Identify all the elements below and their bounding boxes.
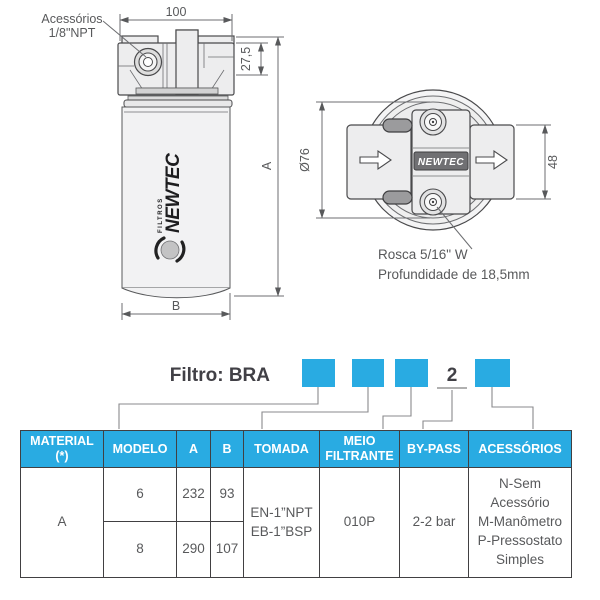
flange <box>123 99 233 108</box>
logo-newtec-text: NEWTEC <box>163 153 184 233</box>
newtec-logo-icon <box>154 236 186 263</box>
dim-27-5-label: 27,5 <box>239 47 253 71</box>
dim-48-label: 48 <box>546 155 560 169</box>
brand-band-text: NEWTEC <box>418 157 465 168</box>
bolt-top <box>419 108 447 136</box>
technical-drawing: FILTROS NEWTEC 100 27,5 A <box>41 5 560 429</box>
ordering-code: Filtro: BRA 2 <box>118 359 534 429</box>
header-by-pass: BY-PASS <box>399 430 469 468</box>
code-box-meio <box>395 359 428 387</box>
cell-meio-filtrante: 010P <box>319 467 400 578</box>
dim-A: A <box>234 36 284 297</box>
brand-band <box>413 151 469 171</box>
canister-bottom-dome <box>121 287 231 299</box>
cell-a-1: 232 <box>176 467 211 522</box>
header-meio-filtrante: MEIO FILTRANTE <box>319 430 400 468</box>
table-row: 8 290 107 <box>21 521 572 578</box>
newtec-logo: FILTROS NEWTEC <box>154 153 186 263</box>
neck-band <box>127 95 229 101</box>
header-tomada: TOMADA <box>243 430 320 468</box>
thread-note-line1: Rosca 5/16" W <box>378 247 468 262</box>
accessories-label-line1: Acessórios <box>41 12 102 26</box>
cell-b-2: 107 <box>210 521 244 578</box>
cell-acessorios: N-Sem Acessório M-Manômetro P-Pressostat… <box>468 467 572 578</box>
thread-note: Rosca 5/16" W Profundidade de 18,5mm <box>378 206 530 282</box>
bolt-bottom <box>419 188 447 216</box>
code-box-modelo <box>302 359 335 387</box>
cell-by-pass: 2-2 bar <box>399 467 469 578</box>
clamp-slot-top <box>382 118 413 133</box>
cell-tomada: EN-1”NPT EB-1”BSP <box>243 467 320 578</box>
cell-modelo-1: 6 <box>103 467 177 522</box>
cell-material: A <box>20 467 104 578</box>
dim-diameter: Ø76 <box>298 101 430 219</box>
dim-48: 48 <box>516 124 560 200</box>
dim-B: B <box>121 293 231 320</box>
head-bottom-band <box>135 87 219 95</box>
logo-filtros-text: FILTROS <box>158 197 164 233</box>
header-a: A <box>176 430 211 468</box>
code-box-tomada <box>352 359 384 387</box>
flow-arrow-right-icon <box>475 149 508 171</box>
dim-27-5: 27,5 <box>236 42 268 76</box>
header-material: MATERIAL (*) <box>20 430 104 468</box>
canister-body <box>121 106 231 289</box>
side-view: FILTROS NEWTEC 100 27,5 A <box>41 5 284 320</box>
dim-B-label: B <box>172 299 180 313</box>
thread-note-line2: Profundidade de 18,5mm <box>378 267 530 282</box>
spec-table: MATERIAL (*) MODELO A B TOMADA MEIO FILT… <box>20 430 572 578</box>
dim-A-label: A <box>260 161 274 170</box>
accessory-port-hole <box>143 57 153 67</box>
accessories-callout: Acessórios 1/8"NPT <box>41 12 147 58</box>
clamp-slot-bottom <box>382 190 413 205</box>
header-b: B <box>210 430 244 468</box>
cell-modelo-2: 8 <box>103 521 177 578</box>
code-label: Filtro: BRA <box>170 365 271 386</box>
cell-a-2: 290 <box>176 521 211 578</box>
top-view: NEWTEC Ø76 48 Rosca 5/16" W Profundidade… <box>298 89 560 282</box>
cell-b-1: 93 <box>210 467 244 522</box>
code-box-acessorios <box>475 359 510 387</box>
header-acessorios: ACESSÓRIOS <box>468 430 572 468</box>
accessories-label-line2: 1/8"NPT <box>49 26 96 40</box>
table-row: A 6 232 93 EN-1”NPT EB-1”BSP 010P 2-2 ba… <box>20 467 572 578</box>
dim-diameter-label: Ø76 <box>298 148 312 172</box>
header-modelo: MODELO <box>103 430 177 468</box>
code-fixed-digit: 2 <box>447 365 458 386</box>
table-header-row: MATERIAL (*) MODELO A B TOMADA MEIO FILT… <box>20 430 572 468</box>
code-connectors <box>118 387 534 429</box>
dim-100: 100 <box>119 5 233 41</box>
flow-arrow-left-icon <box>359 149 392 171</box>
dim-100-label: 100 <box>166 5 187 19</box>
